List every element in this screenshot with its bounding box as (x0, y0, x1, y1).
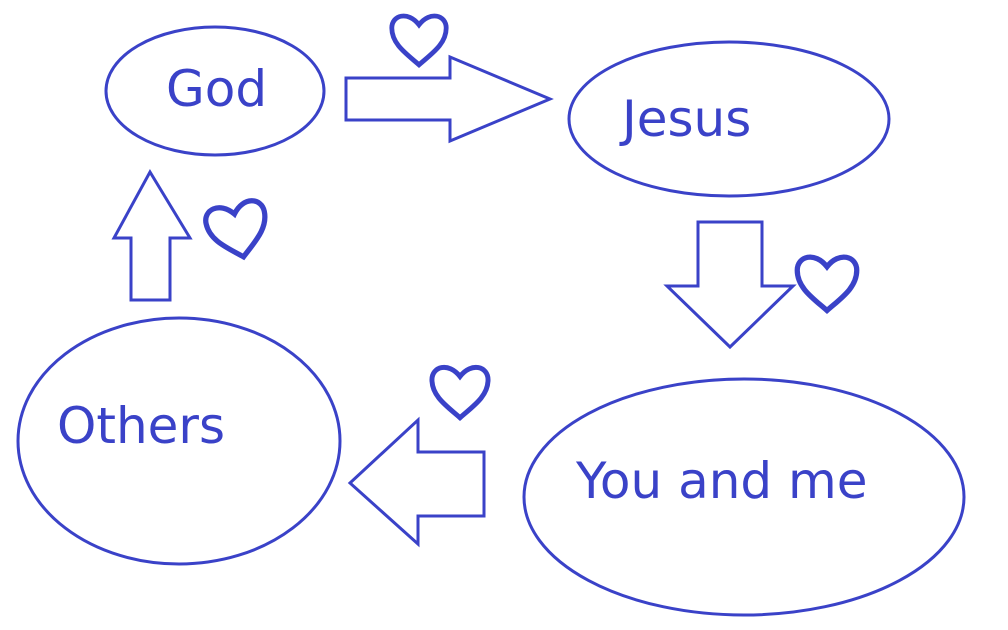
heart-icon (389, 13, 449, 68)
arrow-you-and-me-to-others (347, 416, 486, 548)
node-jesus-ellipse (567, 40, 891, 198)
node-jesus: Jesus (567, 40, 891, 198)
node-others: Others (16, 316, 342, 566)
arrow-jesus-to-you-and-me (663, 220, 797, 350)
arrow-others-to-god (111, 168, 193, 302)
node-god-ellipse (104, 25, 326, 157)
heart-icon (429, 365, 491, 421)
node-others-label: Others (57, 397, 225, 455)
node-god-label: God (166, 60, 267, 118)
node-you-and-me-ellipse (522, 377, 966, 617)
node-you-and-me: You and me (522, 377, 966, 617)
heart-icon (203, 198, 268, 261)
heart-icon (794, 254, 860, 314)
node-you-and-me-label: You and me (575, 452, 868, 510)
node-jesus-label: Jesus (619, 90, 751, 148)
arrow-god-to-jesus (344, 54, 554, 144)
node-god: God (104, 25, 326, 157)
node-others-ellipse (16, 316, 342, 566)
